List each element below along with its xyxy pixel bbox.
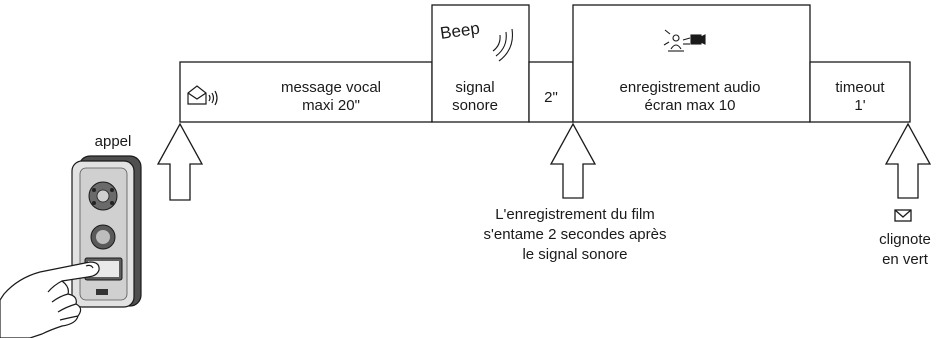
box-signal-sonore xyxy=(431,4,530,123)
box-pause xyxy=(528,61,574,123)
signal-sonore-line2: sonore xyxy=(452,97,498,114)
timeline-bar xyxy=(179,4,911,123)
film-note-line3: le signal sonore xyxy=(522,246,627,263)
voice-message-icon xyxy=(187,85,218,106)
timeout-line2: 1' xyxy=(854,97,865,114)
enregistrement-line1: enregistrement audio xyxy=(620,79,761,96)
video-recording-icon xyxy=(663,29,706,52)
arrow-up-left xyxy=(156,122,204,201)
box-enregistrement xyxy=(572,4,811,123)
pause-duration: 2" xyxy=(544,89,558,106)
message-vocal-line2: maxi 20" xyxy=(302,97,360,114)
arrow-up-right xyxy=(884,122,932,199)
hand-pressing-doorbell-icon xyxy=(0,261,100,338)
signal-sonore-line1: signal xyxy=(455,79,494,96)
message-vocal-line1: message vocal xyxy=(281,79,381,96)
clignote-line2: en vert xyxy=(882,251,929,268)
door-intercom-panel xyxy=(71,155,142,308)
appel-label: appel xyxy=(95,133,132,150)
clignote-line1: clignote xyxy=(879,231,931,248)
arrow-up-middle xyxy=(549,122,597,199)
box-message-vocal xyxy=(179,61,433,123)
envelope-icon xyxy=(894,209,912,222)
sound-waves-icon xyxy=(492,28,514,62)
film-note-line2: s'entame 2 secondes après xyxy=(484,226,667,243)
box-timeout xyxy=(809,61,911,123)
timeout-line1: timeout xyxy=(835,79,885,96)
enregistrement-line2: écran max 10 xyxy=(645,97,736,114)
film-note-line1: L'enregistrement du film xyxy=(495,206,655,223)
